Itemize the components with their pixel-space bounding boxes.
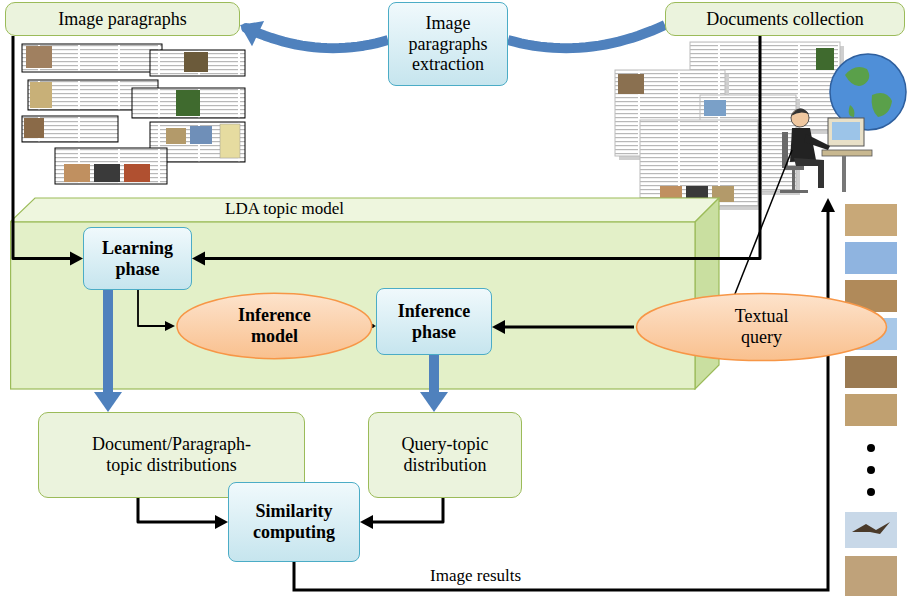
node-label: Inference phase — [383, 301, 485, 342]
connector-arrow — [13, 36, 83, 266]
connector-arrow — [240, 21, 388, 48]
user-figure — [780, 54, 906, 193]
node-label: Similarity computing — [235, 501, 353, 542]
document-thumbnails — [615, 42, 844, 210]
block-heading: LDA topic model — [225, 199, 344, 219]
connector-arrow — [420, 355, 448, 412]
connector-arrow — [360, 498, 443, 529]
node-label: Inference model — [238, 305, 311, 346]
connector-arrow — [508, 25, 665, 48]
step-box: Image paragraphs extraction — [388, 2, 508, 86]
node-label: Query-topic distribution — [375, 434, 515, 475]
flow-label: Image results — [430, 566, 521, 586]
connector-arrow — [363, 319, 376, 333]
model-block: LDA topic modelLearning phaseInference m… — [10, 197, 720, 390]
step-box: Inference phase — [376, 288, 492, 355]
connector-arrow — [492, 320, 634, 334]
process-box: Query-topic distribution — [368, 412, 522, 498]
node-label: Documents collection — [706, 9, 863, 30]
prism-outline — [10, 197, 720, 390]
connector-arrow — [138, 290, 175, 331]
step-box: Learning phase — [83, 227, 192, 290]
node-label: Textual query — [735, 306, 789, 347]
node-label: Document/Paragraph-topic distributions — [79, 434, 264, 475]
node-label: Learning phase — [90, 238, 185, 279]
step-box: Similarity computing — [228, 482, 360, 562]
paragraph-thumbnails — [22, 44, 245, 184]
connector-arrow — [138, 498, 228, 529]
process-box: Image paragraphs — [5, 2, 240, 36]
result-thumbnails — [845, 204, 897, 596]
data-ellipse: Textual query — [634, 292, 889, 362]
node-label: Image paragraphs extraction — [395, 13, 501, 75]
process-box: Documents collection — [665, 2, 905, 36]
connector-arrow — [192, 36, 760, 266]
node-label: Image paragraphs — [58, 9, 186, 30]
connector-arrow — [94, 290, 122, 412]
data-ellipse: Inference model — [175, 292, 374, 360]
